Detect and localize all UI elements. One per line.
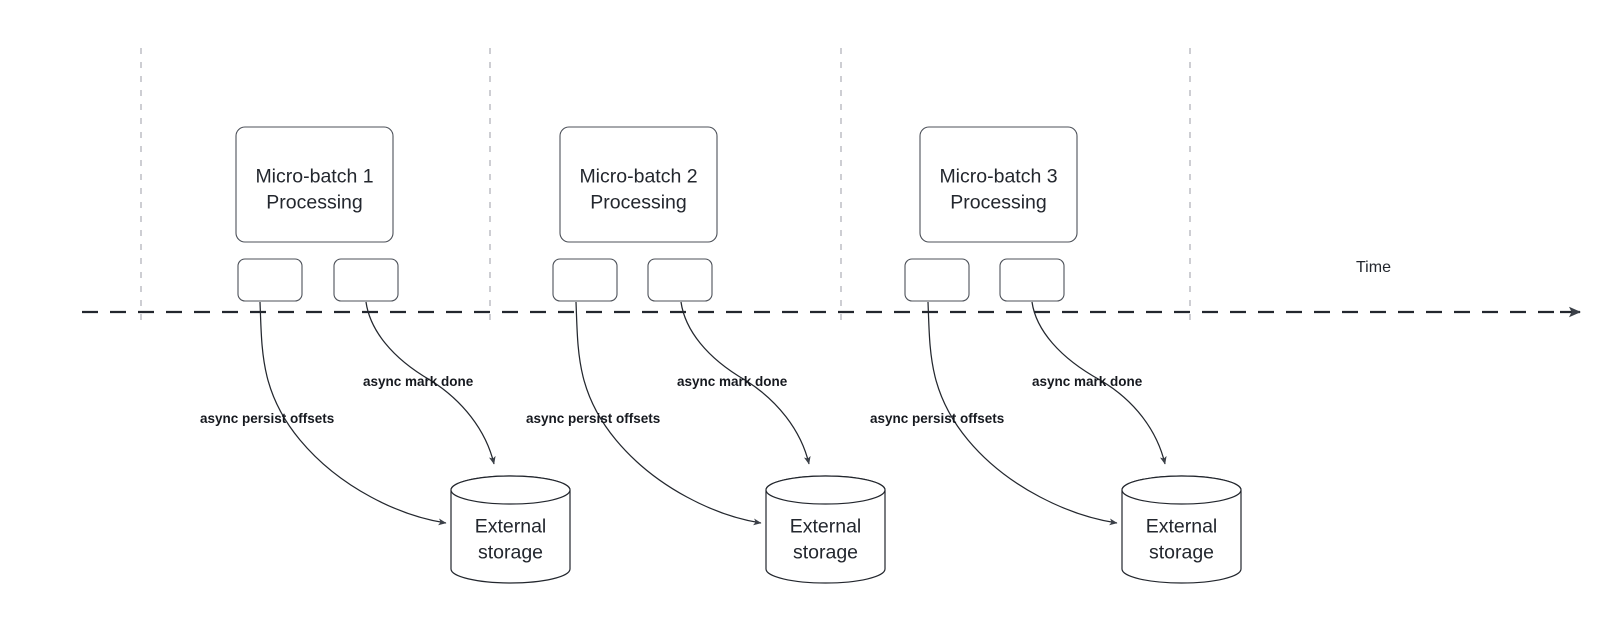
edge-label-async-persist-offsets: async persist offsets	[200, 411, 334, 426]
micro-batch-label-line2: Processing	[266, 192, 362, 214]
micro-batch-label-line1: Micro-batch 2	[579, 166, 697, 188]
edge-async-persist-offsets	[927, 301, 1118, 526]
external-storage-cylinder-top	[450, 475, 571, 505]
small-box-right[interactable]	[333, 258, 399, 302]
edge-async-mark-done	[680, 301, 811, 465]
micro-batch-label-line1: Micro-batch 1	[255, 166, 373, 188]
small-box-left[interactable]	[552, 258, 618, 302]
storage-label-line2: storage	[1149, 542, 1214, 564]
external-storage-cylinder-top	[765, 475, 886, 505]
edge-label-async-mark-done: async mark done	[1032, 374, 1143, 389]
micro-batch-label-line2: Processing	[950, 192, 1046, 214]
external-storage-cylinder-top	[1121, 475, 1242, 505]
micro-batch-box[interactable]	[919, 126, 1078, 243]
storage-label-line2: storage	[478, 542, 543, 564]
micro-batch-box[interactable]	[559, 126, 718, 243]
storage-label-line1: External	[475, 516, 547, 538]
edge-async-persist-offsets	[259, 301, 447, 526]
small-box-right[interactable]	[647, 258, 713, 302]
edge-label-async-mark-done: async mark done	[363, 374, 474, 389]
edge-async-mark-done	[365, 301, 496, 465]
edge-async-mark-done	[1031, 301, 1167, 465]
small-box-left[interactable]	[237, 258, 303, 302]
time-axis-label: Time	[1356, 259, 1391, 276]
storage-label-line1: External	[1146, 516, 1218, 538]
edge-label-async-persist-offsets: async persist offsets	[870, 411, 1004, 426]
storage-label-line1: External	[790, 516, 862, 538]
edge-label-async-persist-offsets: async persist offsets	[526, 411, 660, 426]
micro-batch-box[interactable]	[235, 126, 394, 243]
micro-batch-label-line2: Processing	[590, 192, 686, 214]
small-box-left[interactable]	[904, 258, 970, 302]
edge-async-persist-offsets	[575, 301, 762, 526]
period-boundary-lines	[140, 48, 1191, 326]
storage-label-line2: storage	[793, 542, 858, 564]
small-box-right[interactable]	[999, 258, 1065, 302]
time-axis: Time	[82, 259, 1581, 318]
micro-batch-label-line1: Micro-batch 3	[939, 166, 1057, 188]
edge-label-async-mark-done: async mark done	[677, 374, 788, 389]
